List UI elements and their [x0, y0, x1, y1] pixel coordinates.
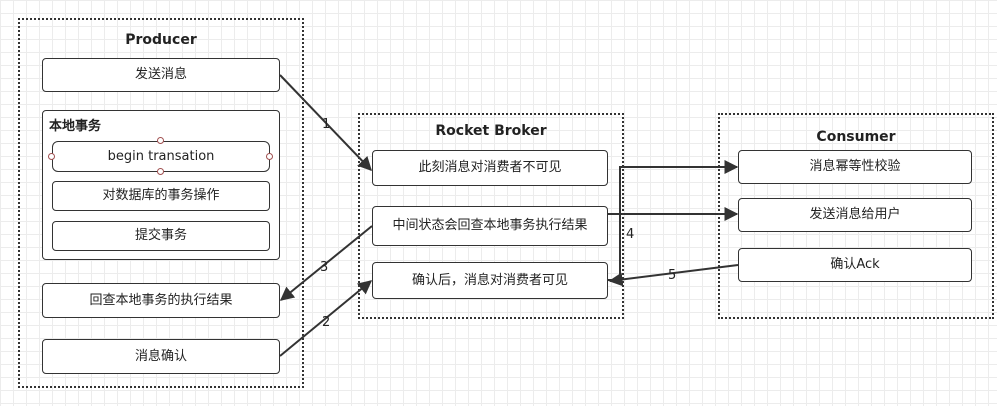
message-visible-node: 确认后，消息对消费者可见	[372, 262, 608, 299]
edge-2-label: 2	[322, 315, 330, 330]
db-operation-node: 对数据库的事务操作	[52, 181, 270, 211]
broker-group: Rocket Broker	[358, 113, 624, 319]
confirm-message-node: 消息确认	[42, 339, 280, 374]
edge-4-label: 4	[626, 227, 634, 242]
consumer-group: Consumer	[718, 113, 994, 319]
send-to-user-node: 发送消息给用户	[738, 198, 972, 232]
local-transaction-title: 本地事务	[49, 119, 102, 134]
intermediate-state-node: 中间状态会回查本地事务执行结果	[372, 206, 608, 246]
handle-left	[48, 153, 55, 160]
handle-top	[157, 137, 164, 144]
edge-4-upper	[619, 160, 739, 280]
confirm-ack-node: 确认Ack	[738, 248, 972, 282]
broker-title: Rocket Broker	[435, 123, 547, 139]
handle-right	[266, 153, 273, 160]
edge-2	[279, 280, 373, 357]
idempotent-check-node: 消息幂等性校验	[738, 150, 972, 184]
edge-1	[279, 74, 372, 172]
commit-transaction-node: 提交事务	[52, 221, 270, 251]
edge-3-label: 3	[320, 260, 328, 275]
check-result-node: 回查本地事务的执行结果	[42, 283, 280, 318]
edge-5-label: 5	[668, 268, 676, 283]
handle-bottom	[157, 168, 164, 175]
edge-5	[608, 264, 739, 287]
consumer-title: Consumer	[816, 129, 896, 145]
message-invisible-node: 此刻消息对消费者不可见	[372, 150, 608, 186]
edge-1-label: 1	[322, 117, 330, 132]
producer-title: Producer	[125, 32, 197, 48]
send-message-node: 发送消息	[42, 58, 280, 92]
producer-group: Producer	[18, 18, 304, 388]
edge-3	[279, 225, 373, 301]
